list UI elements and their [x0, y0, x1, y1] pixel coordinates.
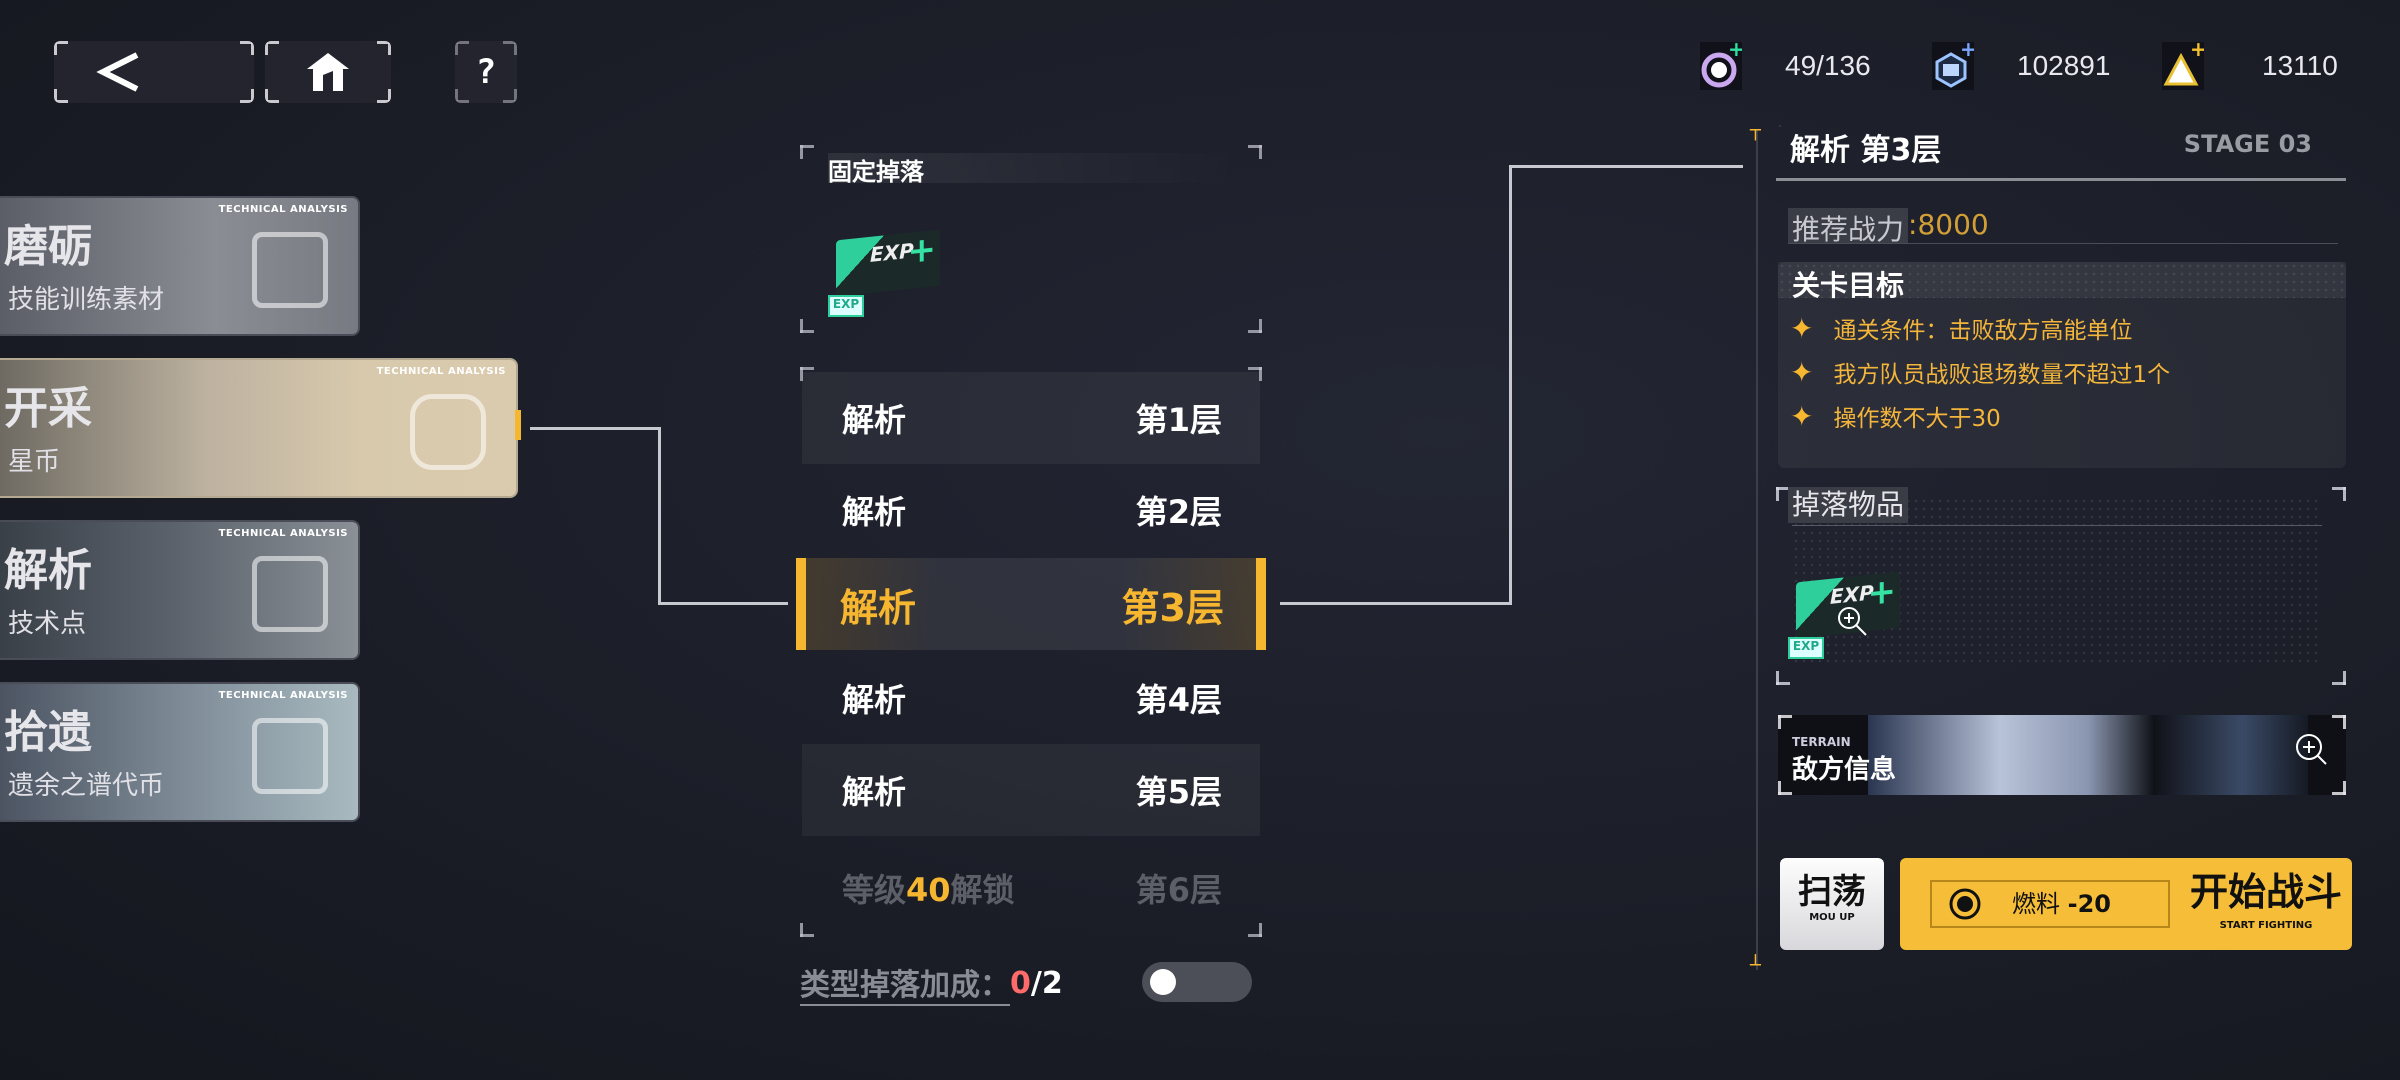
connector-line — [530, 427, 660, 430]
objective-item: ✦我方队员战败退场数量不超过1个 — [1790, 355, 2171, 389]
card-subtitle: 遗余之谱代币 — [8, 771, 165, 801]
power-value: :8000 — [1908, 208, 1989, 241]
exp-icon — [252, 556, 328, 632]
start-battle-button[interactable]: 燃料 -20 开始战斗 START FIGHTING — [1900, 858, 2352, 950]
selected-left-marker — [796, 558, 806, 650]
card-tag: TECHNICAL ANALYSIS — [218, 204, 348, 215]
fuel-value: 49/136 — [1785, 50, 1871, 81]
fixed-drop-panel: 固定掉落 EXP+ EXP — [800, 145, 1262, 333]
header-underline — [1776, 178, 2346, 181]
stage-code: STAGE 03 — [2183, 130, 2312, 158]
divider-top-mark: ┬ — [1750, 120, 1761, 141]
connector-line — [658, 602, 788, 605]
selected-indicator — [515, 410, 521, 440]
svg-text:+: + — [2190, 42, 2204, 61]
card-subtitle: 技术点 — [8, 609, 87, 639]
card-tag: TECHNICAL ANALYSIS — [376, 366, 506, 377]
connector-line — [1280, 602, 1512, 605]
star-coin-icon — [410, 394, 486, 470]
objectives-title: 关卡目标 — [1778, 262, 2346, 302]
stage-title: 解析 第3层 — [1790, 133, 1942, 168]
objective-item: ✦通关条件：击败敌方高能单位 — [1790, 311, 2133, 345]
star-icon: ✦ — [1790, 355, 1814, 389]
home-icon — [307, 53, 349, 91]
category-card-salvage[interactable]: TECHNICAL ANALYSIS 拾遗 遗余之谱代币 — [0, 682, 360, 822]
currency-bar: + 49/136 + 102891 + 13110 — [1700, 37, 2390, 92]
token-icon — [252, 718, 328, 794]
help-icon: ? — [475, 52, 497, 92]
card-title: 解析 — [4, 545, 92, 596]
category-card-analysis[interactable]: TECHNICAL ANALYSIS 解析 技术点 — [0, 520, 360, 660]
fixed-drop-title: 固定掉落 — [828, 158, 924, 186]
connector-line — [1509, 165, 1512, 605]
objectives-box: 关卡目标 ✦通关条件：击败敌方高能单位 ✦我方队员战败退场数量不超过1个 ✦操作… — [1778, 262, 2346, 468]
stage-header: 解析 第3层 STAGE 03 — [1776, 122, 2346, 168]
recommended-power: 推荐战力 :8000 — [1788, 208, 2338, 246]
level-list — [800, 367, 1262, 937]
svg-text:+: + — [1960, 42, 1974, 61]
star-icon: ✦ — [1790, 311, 1814, 345]
card-tag: TECHNICAL ANALYSIS — [218, 690, 348, 701]
panel-divider — [1756, 130, 1758, 970]
card-subtitle: 星币 — [8, 447, 61, 477]
star-icon: ✦ — [1790, 399, 1814, 433]
drop-bonus-current: 0 — [1010, 965, 1031, 1001]
connector-line — [658, 427, 661, 605]
back-button[interactable] — [54, 41, 254, 103]
skill-material-icon — [252, 232, 328, 308]
enemy-tag: TERRAIN — [1792, 735, 1851, 749]
fuel-currency-icon[interactable]: + — [1700, 37, 1745, 90]
level-row-5[interactable]: 解析第5层 — [802, 744, 1260, 836]
enemy-title: 敌方信息 — [1792, 755, 1897, 785]
sweep-button[interactable]: 扫荡 MOU UP — [1780, 858, 1884, 950]
star-coin-value: 102891 — [2017, 50, 2111, 81]
star-coin-icon[interactable]: + — [1932, 37, 1977, 90]
enemy-info-banner[interactable]: TERRAIN 敌方信息 — [1778, 715, 2346, 795]
card-subtitle: 技能训练素材 — [8, 285, 165, 315]
toggle-knob — [1150, 969, 1176, 995]
drops-panel: 掉落物品 EXP+ EXP — [1776, 487, 2346, 685]
drop-bonus: 类型掉落加成： 0 /2 — [800, 960, 1063, 1006]
level-row-6-locked[interactable]: 等级40解锁 第6层 — [842, 871, 1222, 909]
drops-title: 掉落物品 — [1788, 487, 1909, 523]
card-tag: TECHNICAL ANALYSIS — [218, 528, 348, 539]
fuel-cost: 燃料 -20 — [1930, 880, 2170, 928]
chevron-left-icon — [96, 52, 139, 92]
zoom-in-icon — [2296, 734, 2327, 765]
exp-item-icon[interactable]: EXP+ EXP — [824, 229, 944, 327]
divider-bottom-mark: ┴ — [1750, 955, 1761, 976]
level-row-3-selected[interactable]: 解析第3层 — [796, 558, 1266, 650]
sweep-label: 扫荡 — [1798, 872, 1866, 912]
card-title: 开采 — [4, 383, 92, 434]
power-label: 推荐战力 — [1788, 208, 1909, 246]
drop-bonus-label: 类型掉落加成： — [800, 960, 1010, 1006]
drop-bonus-toggle[interactable] — [1142, 962, 1252, 1002]
level-row-1[interactable]: 解析第1层 — [802, 372, 1260, 464]
level-row-2[interactable]: 解析第2层 — [842, 493, 1222, 531]
exp-item-icon[interactable]: EXP+ EXP — [1784, 571, 1904, 669]
svg-text:+: + — [1728, 42, 1742, 61]
start-sub: START FIGHTING — [2219, 920, 2313, 931]
objective-item: ✦操作数不大于30 — [1790, 399, 2001, 433]
zoom-in-icon — [1838, 607, 1867, 636]
category-card-mining[interactable]: TECHNICAL ANALYSIS 开采 星币 — [0, 358, 518, 498]
start-label: 开始战斗 — [2189, 870, 2342, 914]
premium-currency-icon[interactable]: + — [2162, 37, 2207, 90]
help-button[interactable]: ? — [455, 41, 517, 103]
card-title: 磨砺 — [4, 221, 92, 272]
level-row-4[interactable]: 解析第4层 — [842, 681, 1222, 719]
premium-value: 13110 — [2262, 50, 2338, 81]
connector-line — [1509, 165, 1743, 168]
selected-right-marker — [1256, 558, 1266, 650]
sweep-sub: MOU UP — [1809, 912, 1855, 923]
home-button[interactable] — [265, 41, 391, 103]
fuel-icon — [1949, 888, 1981, 920]
card-title: 拾遗 — [4, 707, 92, 758]
category-card-grind[interactable]: TECHNICAL ANALYSIS 磨砺 技能训练素材 — [0, 196, 360, 336]
drop-bonus-total: /2 — [1030, 965, 1063, 1001]
